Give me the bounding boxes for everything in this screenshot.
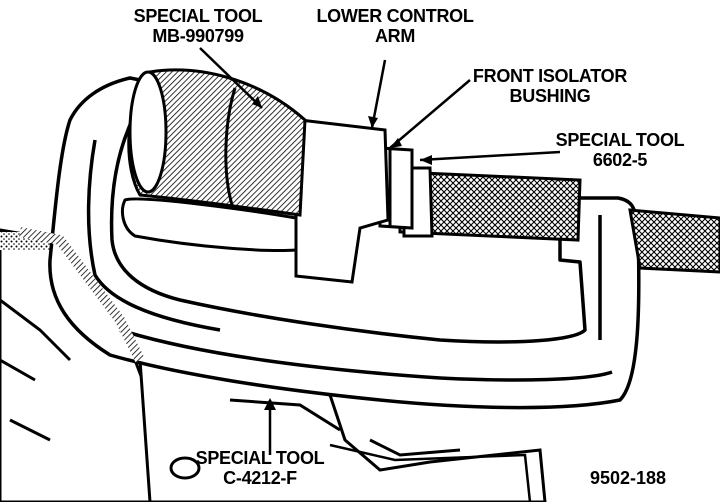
- label-line: ARM: [374, 26, 416, 46]
- figure-number: 9502-188: [590, 468, 667, 488]
- frame-edge-hatch: [19, 227, 145, 363]
- label-line: SPECIAL TOOL: [195, 448, 325, 468]
- label-line: BUSHING: [509, 86, 591, 106]
- label-front-isolator-bushing: FRONT ISOLATOR BUSHING: [470, 66, 630, 106]
- label-special-tool-6602-5: SPECIAL TOOL 6602-5: [540, 130, 700, 170]
- label-line: MB-990799: [152, 26, 244, 46]
- label-lower-control-arm: LOWER CONTROL ARM: [300, 6, 490, 46]
- label-line: SPECIAL TOOL: [133, 6, 263, 26]
- control-arm-section: [121, 118, 390, 284]
- leader-mb-990799: [199, 47, 263, 109]
- label-line: C-4212-F: [223, 468, 297, 488]
- leader-lower-control-arm: [370, 59, 387, 129]
- label-special-tool-mb-990799: SPECIAL TOOL MB-990799: [118, 6, 278, 46]
- label-line: LOWER CONTROL: [316, 6, 474, 26]
- leader-6602-5: [419, 150, 561, 162]
- c-frame-tool: [48, 76, 641, 410]
- leader-front-isolator-bushing: [389, 79, 471, 149]
- leader-c4212-right: [329, 443, 532, 502]
- receiver-cup-tool: [127, 68, 307, 217]
- label-special-tool-c-4212-f: SPECIAL TOOL C-4212-F: [180, 448, 340, 488]
- label-line: SPECIAL TOOL: [555, 130, 685, 150]
- label-line: 6602-5: [592, 150, 648, 170]
- leader-arrowheads: [252, 96, 432, 410]
- lower-control-arm-body: [0, 228, 547, 502]
- label-line: FRONT ISOLATOR: [472, 66, 628, 86]
